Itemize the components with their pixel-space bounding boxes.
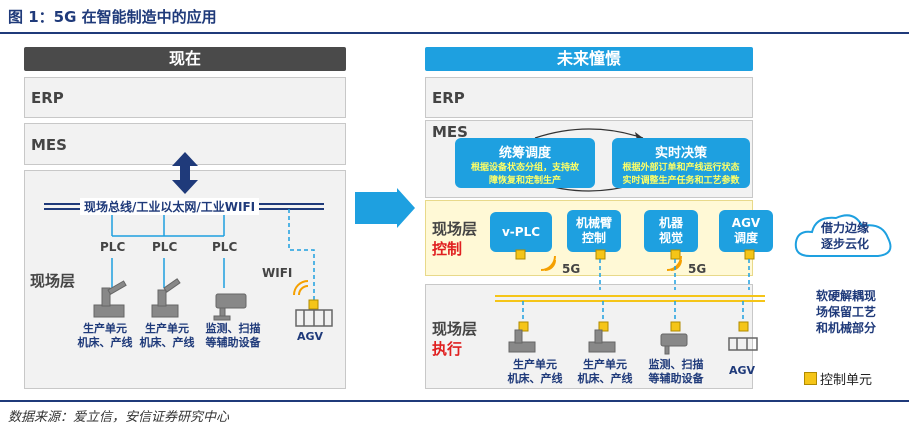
left-erp-box: ERP — [24, 77, 346, 118]
left-device-caption-2: 生产单元 机床、产线 — [132, 322, 202, 350]
right-erp-box: ERP — [425, 77, 753, 118]
control-unit-vplc: v-PLC — [490, 212, 552, 252]
right-device-caption-1: 生产单元 机床、产线 — [500, 358, 570, 386]
decision-title: 统筹调度 — [498, 146, 551, 161]
note-line: 场保留工艺 — [815, 305, 876, 319]
left-header: 现在 — [24, 47, 346, 71]
bottom-rule — [0, 400, 909, 402]
left-bus-label: 现场总线/工业以太网/工业WIFI — [80, 198, 260, 215]
decoupling-note: 软硬解耦现 场保留工艺 和机械部分 — [800, 288, 892, 336]
agv-cart-icon — [728, 337, 758, 351]
right-device-caption-3: 监测、扫描 等辅助设备 — [638, 358, 714, 386]
decision-desc: 实时调整生产任务和工艺参数 — [622, 176, 740, 186]
caption-line: 生产单元 — [83, 322, 127, 335]
caption-line: 机床、产线 — [577, 372, 633, 385]
decision-box-scheduling: 统筹调度 根据设备状态分组，支持故 障恢复和定制生产 — [455, 138, 595, 188]
caption-line: 等辅助设备 — [648, 372, 704, 385]
caption-line: 生产单元 — [145, 322, 189, 335]
exec-layer-label: 现场层 — [432, 320, 478, 338]
left-agv-caption: AGV — [296, 330, 324, 343]
right-device-caption-2: 生产单元 机床、产线 — [570, 358, 640, 386]
decision-title: 实时决策 — [654, 146, 707, 161]
decision-desc: 根据设备状态分组，支持故 — [470, 163, 579, 173]
decision-desc: 根据外部订单和产线运行状态 — [622, 163, 740, 173]
note-line: 和机械部分 — [815, 321, 876, 335]
left-field-label: 现场层 — [30, 272, 76, 290]
right-header: 未来憧憬 — [425, 47, 753, 71]
cloud-line: 借力边缘 — [820, 221, 869, 235]
left-mes-label: MES — [31, 136, 67, 154]
wifi-icon — [293, 280, 309, 296]
source-note: 数据来源：爱立信，安信证券研究中心 — [8, 410, 230, 425]
decision-box-realtime: 实时决策 根据外部订单和产线运行状态 实时调整生产任务和工艺参数 — [612, 138, 750, 188]
control-layer-label: 现场层 — [432, 220, 478, 238]
caption-line: 生产单元 — [513, 358, 557, 371]
robot-arm-icon — [588, 329, 616, 353]
figure-title: 图 1：5G 在智能制造中的应用 — [8, 8, 217, 26]
left-plc-1: PLC — [100, 240, 126, 254]
caption-line: 机床、产线 — [139, 336, 195, 349]
control-unit-arm: 机械臂 控制 — [567, 210, 621, 252]
control-layer-sublabel: 控制 — [432, 240, 463, 258]
right-agv-caption: AGV — [728, 364, 756, 377]
right-diagram-svg — [495, 249, 765, 355]
robot-arm-icon — [508, 329, 536, 353]
left-wifi-label: WIFI — [262, 266, 293, 280]
left-device-caption-1: 生产单元 机床、产线 — [70, 322, 140, 350]
left-diagram-svg — [44, 152, 333, 327]
transition-arrow-icon — [355, 188, 415, 228]
control-unit-agv: AGV 调度 — [719, 210, 773, 252]
fiveg-label-2: 5G — [688, 262, 707, 276]
right-mes-label: MES — [432, 123, 468, 141]
note-line: 软硬解耦现 — [815, 289, 876, 303]
left-device-caption-3: 监测、扫描 等辅助设备 — [196, 322, 270, 350]
cloud-text: 借力边缘 逐步云化 — [805, 220, 885, 252]
caption-line: 监测、扫描 — [205, 322, 261, 335]
cloud-icon — [794, 214, 892, 257]
agv-cart-icon — [295, 309, 333, 327]
left-plc-2: PLC — [152, 240, 178, 254]
exec-layer-sublabel: 执行 — [432, 340, 463, 358]
robot-arm-icon — [151, 278, 181, 318]
left-erp-label: ERP — [31, 89, 64, 107]
camera-icon — [213, 293, 247, 321]
decision-desc: 障恢复和定制生产 — [488, 176, 561, 186]
caption-line: 机床、产线 — [77, 336, 133, 349]
caption-line: 等辅助设备 — [205, 336, 261, 349]
5g-signal-icon — [540, 255, 682, 271]
bidirectional-arrow-icon — [172, 152, 198, 194]
caption-line: 监测、扫描 — [648, 358, 704, 371]
top-rule — [0, 32, 909, 34]
caption-line: 生产单元 — [583, 358, 627, 371]
fiveg-label-1: 5G — [562, 262, 581, 276]
legend-label: 控制单元 — [820, 373, 873, 388]
cloud-line: 逐步云化 — [820, 237, 869, 251]
robot-arm-icon — [93, 280, 127, 318]
caption-line: 机床、产线 — [507, 372, 563, 385]
legend-swatch — [804, 372, 817, 385]
control-unit-vision: 机器 视觉 — [644, 210, 698, 252]
left-plc-3: PLC — [212, 240, 238, 254]
right-erp-label: ERP — [432, 89, 465, 107]
camera-icon — [660, 333, 688, 355]
